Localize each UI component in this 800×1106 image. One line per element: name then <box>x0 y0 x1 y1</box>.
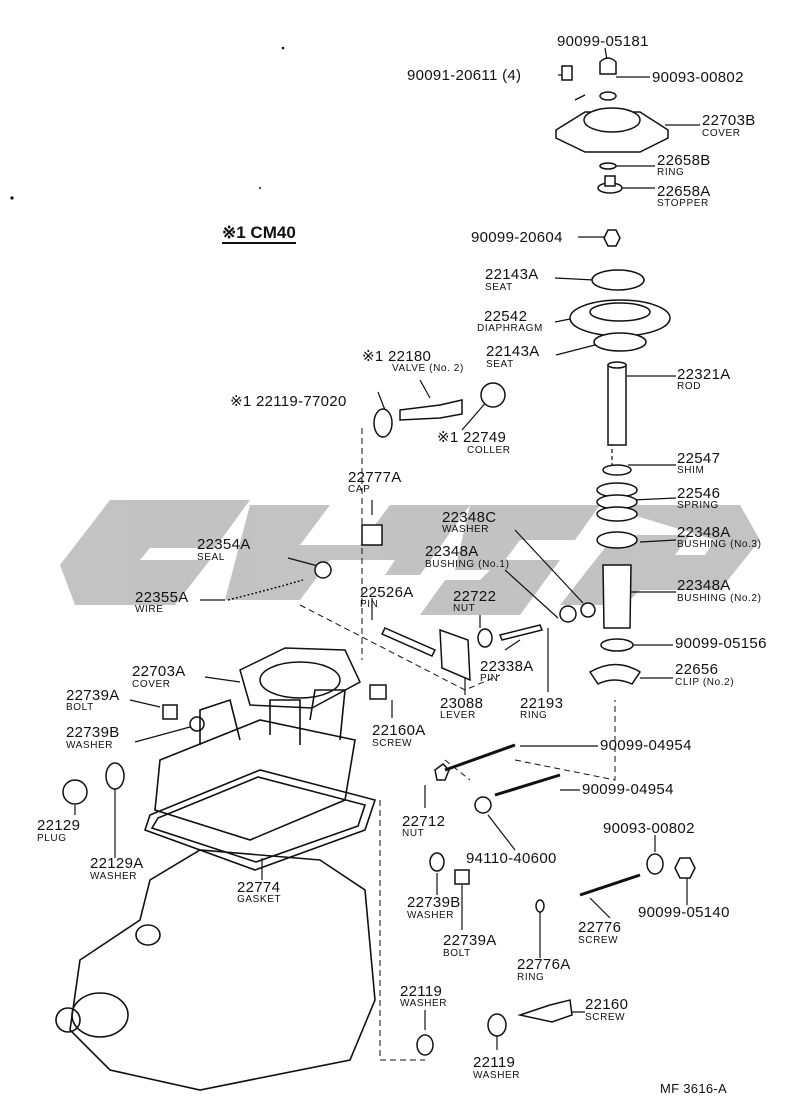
label-22119-77020: ※1 22119-77020 <box>230 393 347 410</box>
footer-code: MF 3616-A <box>660 1081 728 1096</box>
label-22777A: 22777A <box>348 469 402 486</box>
label-22160: 22160 <box>585 996 629 1013</box>
label-22348A-3: 22348A <box>677 524 731 541</box>
leader-lines <box>74 47 700 1050</box>
name-22193: RING <box>520 710 548 721</box>
label-22526A: 22526A <box>360 584 414 601</box>
name-22354A: SEAL <box>197 552 225 563</box>
label-22547: 22547 <box>677 450 721 467</box>
top-assembly <box>555 57 671 685</box>
label-90099-20604: 90099-20604 <box>471 229 563 246</box>
name-22547: SHIM <box>677 465 705 476</box>
label-22739A-bot: 22739A <box>443 932 497 949</box>
label-90099-05140: 90099-05140 <box>638 904 730 921</box>
label-22129: 22129 <box>37 817 81 834</box>
name-22348C: WASHER <box>442 524 490 535</box>
label-22338A: 22338A <box>480 658 534 675</box>
name-22129: PLUG <box>37 833 67 844</box>
label-22348C: 22348C <box>442 509 497 526</box>
name-22143A-2: SEAT <box>486 359 514 370</box>
name-22180: VALVE (No. 2) <box>392 363 464 374</box>
label-22658A: 22658A <box>657 183 711 200</box>
pump-body <box>55 689 377 1091</box>
label-90099-04954-2: 90099-04954 <box>582 781 674 798</box>
name-22658B: RING <box>657 167 685 178</box>
name-22722: NUT <box>453 603 476 614</box>
name-22776: SCREW <box>578 935 619 946</box>
label-90093-00802-bot: 90093-00802 <box>603 820 695 837</box>
label-22119-a: 22119 <box>400 983 443 1000</box>
label-22739B-bot: 22739B <box>407 894 461 911</box>
label-22119-b: 22119 <box>473 1054 516 1071</box>
name-22749: COLLER <box>467 445 511 456</box>
name-22542: DIAPHRAGM <box>477 323 543 334</box>
label-22774: 22774 <box>237 879 281 896</box>
name-22656: CLIP (No.2) <box>675 677 735 688</box>
label-22776A: 22776A <box>517 956 571 973</box>
name-22355A: WIRE <box>135 604 164 615</box>
label-22712: 22712 <box>402 813 446 830</box>
name-22712: NUT <box>402 828 425 839</box>
label-22546: 22546 <box>677 485 721 502</box>
label-90099-05181: 90099-05181 <box>557 33 649 50</box>
name-22129A: WASHER <box>90 871 138 882</box>
label-90093-00802-top: 90093-00802 <box>652 69 744 86</box>
name-22739A-top: BOLT <box>66 702 94 713</box>
label-22129A: 22129A <box>90 855 144 872</box>
name-22703A: COVER <box>132 679 171 690</box>
label-23088: 23088 <box>440 695 484 712</box>
name-22739B-bot: WASHER <box>407 910 455 921</box>
name-23088: LEVER <box>440 710 476 721</box>
name-22739B-top: WASHER <box>66 740 114 751</box>
name-22119-a: WASHER <box>400 998 448 1009</box>
label-94110-40600: 94110-40600 <box>466 850 557 867</box>
name-22739A-bot: BOLT <box>443 948 471 959</box>
label-22354A: 22354A <box>197 536 251 553</box>
label-22160A: 22160A <box>372 722 426 739</box>
label-22722: 22722 <box>453 588 497 605</box>
name-22348A-2: BUSHING (No.2) <box>677 593 762 604</box>
label-22703B: 22703B <box>702 112 756 129</box>
label-22703A: 22703A <box>132 663 186 680</box>
name-22703B: COVER <box>702 128 741 139</box>
name-22348A-3: BUSHING (No.3) <box>677 539 762 550</box>
name-22777A: CAP <box>348 484 371 495</box>
stray-marks <box>10 46 285 200</box>
label-22776: 22776 <box>578 919 622 936</box>
label-90099-04954-1: 90099-04954 <box>600 737 692 754</box>
label-90099-05156: 90099-05156 <box>675 635 767 652</box>
name-22348A-1: BUSHING (No.1) <box>425 559 510 570</box>
section-mark: ※1 CM40 <box>222 223 296 244</box>
label-22739B-top: 22739B <box>66 724 120 741</box>
label-22143A-2: 22143A <box>486 343 540 360</box>
middle-parts <box>62 382 696 1056</box>
label-22143A-1: 22143A <box>485 266 539 283</box>
name-22338A: PIN <box>480 673 499 684</box>
name-22160: SCREW <box>585 1012 626 1023</box>
name-22119-b: WASHER <box>473 1070 521 1081</box>
label-22348A-1: 22348A <box>425 543 479 560</box>
label-22749: ※1 22749 <box>437 429 507 446</box>
label-22542: 22542 <box>484 308 528 325</box>
label-22193: 22193 <box>520 695 564 712</box>
name-22526A: PIN <box>360 599 379 610</box>
name-22321A: ROD <box>677 381 702 392</box>
name-22143A-1: SEAT <box>485 282 513 293</box>
assembly-lines <box>299 428 616 1061</box>
name-22658A: STOPPER <box>657 198 709 209</box>
label-22658B: 22658B <box>657 152 711 169</box>
name-22546: SPRING <box>677 500 719 511</box>
label-22355A: 22355A <box>135 589 189 606</box>
name-22774: GASKET <box>237 894 282 905</box>
name-22160A: SCREW <box>372 738 413 749</box>
label-22321A: 22321A <box>677 366 731 383</box>
label-22656: 22656 <box>675 661 719 678</box>
label-22348A-2: 22348A <box>677 577 731 594</box>
label-22739A-top: 22739A <box>66 687 120 704</box>
label-22180: ※1 22180 <box>362 348 432 365</box>
name-22776A: RING <box>517 972 545 983</box>
label-90091-20611: 90091-20611 (4) <box>407 67 522 84</box>
